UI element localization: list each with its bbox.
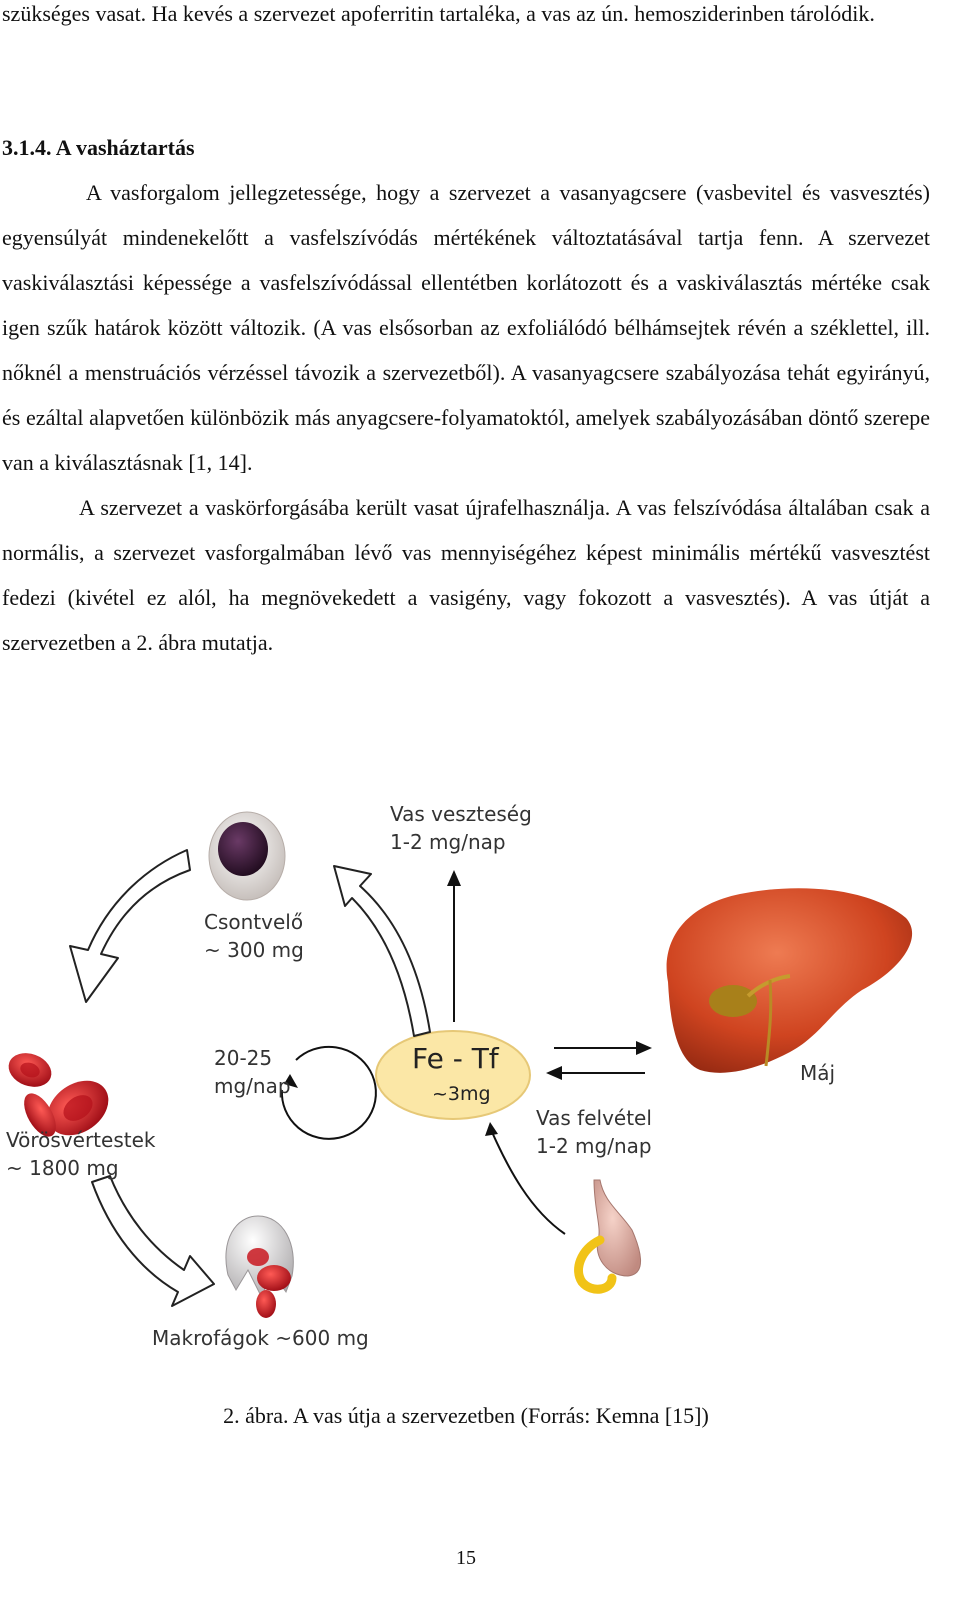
paragraph-1: szükséges vasat. Ha kevés a szervezet ap…	[2, 1, 875, 26]
fe-tf-center-icon	[375, 1030, 531, 1120]
paragraph-3: A szervezet a vaskörforgásába került vas…	[2, 495, 930, 655]
iron-loss-arrow-icon	[447, 870, 461, 1022]
red-blood-cells-label: Vörösvértestek	[6, 1128, 156, 1152]
cycle-rate-unit: mg/nap	[214, 1074, 291, 1098]
page-number: 15	[456, 1547, 476, 1569]
red-blood-cells-icon	[8, 1053, 109, 1137]
liver-label: Máj	[800, 1061, 836, 1085]
bone-marrow-cell-icon	[208, 811, 286, 901]
marrow-to-rbc-arrow-icon	[69, 849, 191, 1003]
paragraph-2: A vasforgalom jellegzetessége, hogy a sz…	[2, 180, 930, 475]
paragraph-continuation-block: szükséges vasat. Ha kevés a szervezet ap…	[2, 0, 930, 36]
iron-uptake-label: Vas felvétel	[536, 1106, 652, 1130]
center-to-marrow-arrow-icon	[333, 865, 431, 1037]
rbc-to-macrophage-arrow-icon	[91, 1175, 215, 1307]
liver-icon	[666, 888, 913, 1073]
fe-tf-label: Fe - Tf	[412, 1042, 499, 1075]
iron-cycle-figure: Vas veszteség 1-2 mg/nap Csontvelő ~ 300…	[0, 770, 960, 1370]
iron-uptake-value: 1-2 mg/nap	[536, 1134, 652, 1158]
iron-loss-label: Vas veszteség	[390, 802, 532, 826]
cycle-rate-label: 20-25	[214, 1046, 273, 1070]
figure-caption: 2. ábra. A vas útja a szervezetben (Forr…	[223, 1403, 709, 1428]
cycle-arrow-circle-icon	[280, 1045, 377, 1140]
iron-cycle-diagram	[8, 811, 913, 1318]
fe-tf-value: ~3mg	[432, 1083, 491, 1105]
iron-uptake-arrow-icon	[485, 1122, 566, 1235]
red-blood-cells-value: ~ 1800 mg	[6, 1156, 119, 1180]
bone-marrow-label: Csontvelő	[204, 910, 304, 934]
stomach-icon	[574, 1179, 642, 1294]
section-heading: 3.1.4. A vasháztartás	[2, 135, 195, 160]
section-block: 3.1.4. A vasháztartás A vasforgalom jell…	[2, 125, 930, 665]
iron-loss-value: 1-2 mg/nap	[390, 830, 506, 854]
liver-exchange-arrows-icon	[546, 1041, 652, 1080]
macrophages-label: Makrofágok ~600 mg	[152, 1326, 369, 1350]
macrophage-icon	[225, 1215, 294, 1318]
bone-marrow-value: ~ 300 mg	[204, 938, 304, 962]
